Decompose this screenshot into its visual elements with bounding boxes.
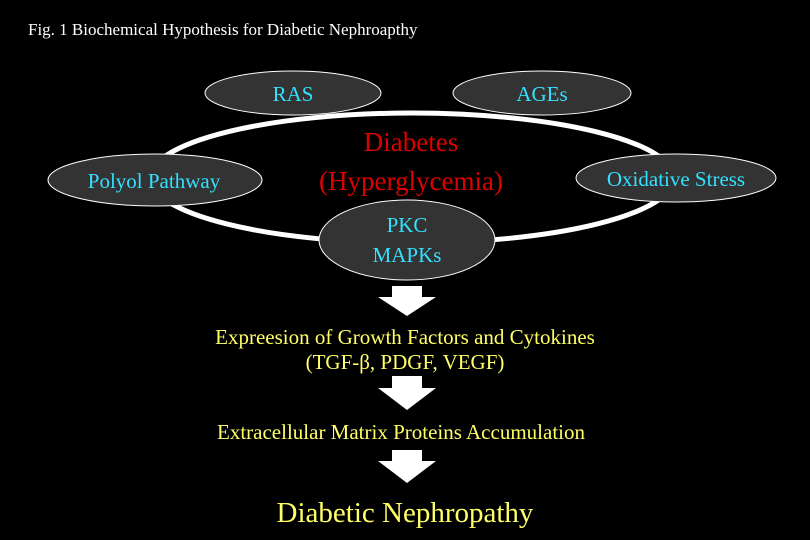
node-oxidative-stress-label: Oxidative Stress	[607, 167, 745, 191]
step-growth-factors-list: (TGF-β, PDGF, VEGF)	[305, 350, 505, 374]
step-matrix-accumulation: Extracellular Matrix Proteins Accumulati…	[217, 420, 585, 444]
center-label-diabetes: Diabetes	[364, 127, 458, 157]
node-ages: AGEs	[452, 70, 632, 116]
arrow-down-2	[378, 376, 436, 410]
node-ages-shape	[452, 70, 632, 116]
node-polyol-pathway: Polyol Pathway	[47, 153, 263, 207]
node-polyol-pathway-label: Polyol Pathway	[88, 169, 221, 193]
node-ras-label: RAS	[273, 82, 314, 106]
figure-title: Fig. 1 Biochemical Hypothesis for Diabet…	[28, 20, 418, 39]
node-pkc-mapks-shape	[318, 199, 496, 281]
node-pkc-label: PKC	[387, 213, 428, 237]
node-oxidative-stress-shape	[575, 153, 777, 203]
node-ages-label: AGEs	[516, 82, 567, 106]
node-polyol-pathway-shape	[47, 153, 263, 207]
arrow-down-1	[378, 286, 436, 316]
node-mapks-label: MAPKs	[373, 243, 442, 267]
arrow-down-3	[378, 450, 436, 483]
node-ras: RAS	[204, 70, 382, 116]
node-pkc-mapks: PKC MAPKs	[318, 199, 496, 281]
step-outcome-nephropathy: Diabetic Nephropathy	[276, 497, 534, 529]
node-oxidative-stress: Oxidative Stress	[575, 153, 777, 203]
step-growth-factors: Expreesion of Growth Factors and Cytokin…	[215, 325, 595, 349]
node-ras-shape	[204, 70, 382, 116]
center-label-hyperglycemia: (Hyperglycemia)	[319, 166, 503, 196]
